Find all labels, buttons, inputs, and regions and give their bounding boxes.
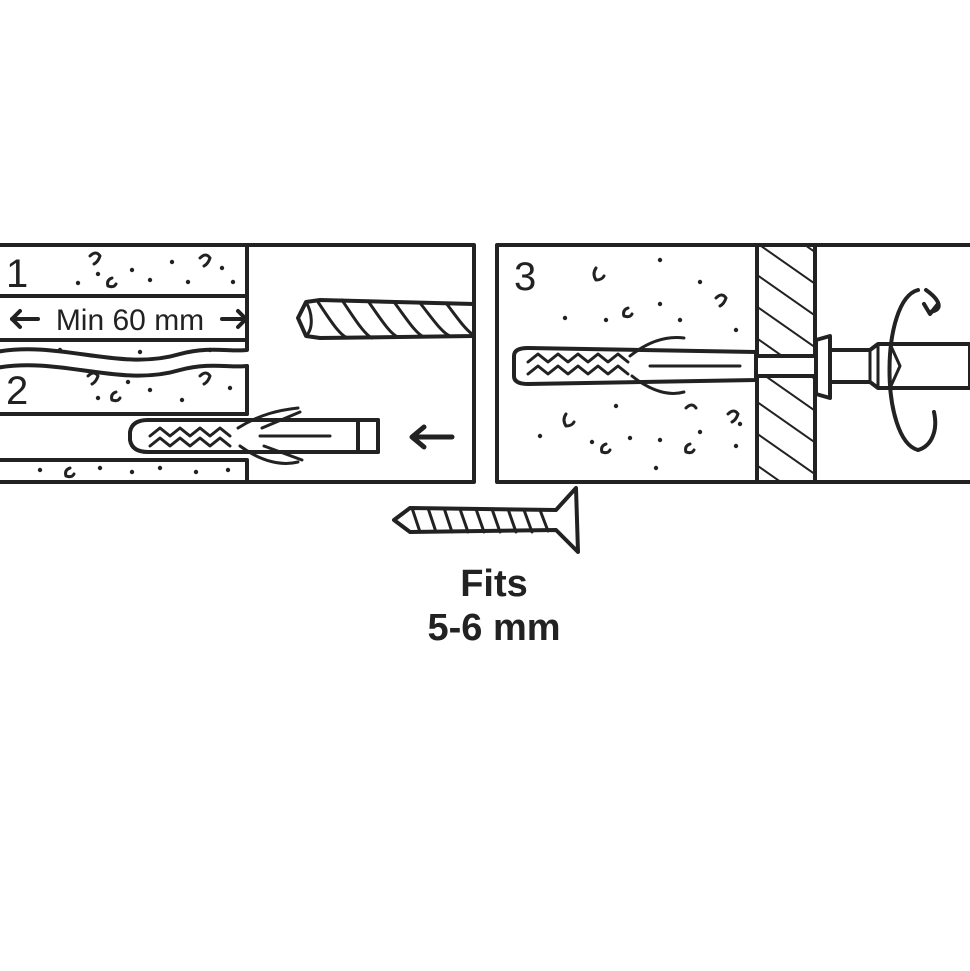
dimension-label: Min 60 mm — [56, 304, 204, 337]
step-number-2: 2 — [6, 369, 28, 413]
installed-screw-icon — [754, 334, 970, 400]
divider-wave — [0, 338, 249, 362]
caption-line-2: 5-6 mm — [427, 607, 560, 649]
step-number-3: 3 — [514, 255, 536, 299]
screw-icon — [392, 486, 580, 554]
concrete-texture-middle — [57, 347, 233, 403]
wall-block-top — [0, 243, 249, 298]
caption-line-1: Fits — [460, 563, 528, 605]
push-arrow-icon — [409, 424, 455, 450]
panel-steps-1-2: 1 2 Min 60 mm — [0, 243, 476, 484]
divider-wave-lower — [0, 363, 249, 378]
rotate-clockwise-icon — [887, 288, 941, 452]
concrete-texture-top — [75, 251, 236, 289]
panel-right-frame — [495, 243, 970, 484]
arrow-right-icon — [236, 309, 248, 329]
concrete-texture-bottom — [37, 465, 231, 479]
step-number-1: 1 — [6, 252, 28, 296]
arrow-left-icon — [10, 309, 22, 329]
dimension-indicator: Min 60 mm — [10, 304, 248, 337]
expanded-plug-icon — [512, 336, 758, 395]
wall-plug-icon — [128, 406, 380, 465]
concrete-texture-right — [537, 257, 743, 471]
panel-step-3: 3 — [495, 243, 970, 484]
drill-bit-icon — [296, 298, 476, 340]
plug-hole — [0, 412, 249, 484]
